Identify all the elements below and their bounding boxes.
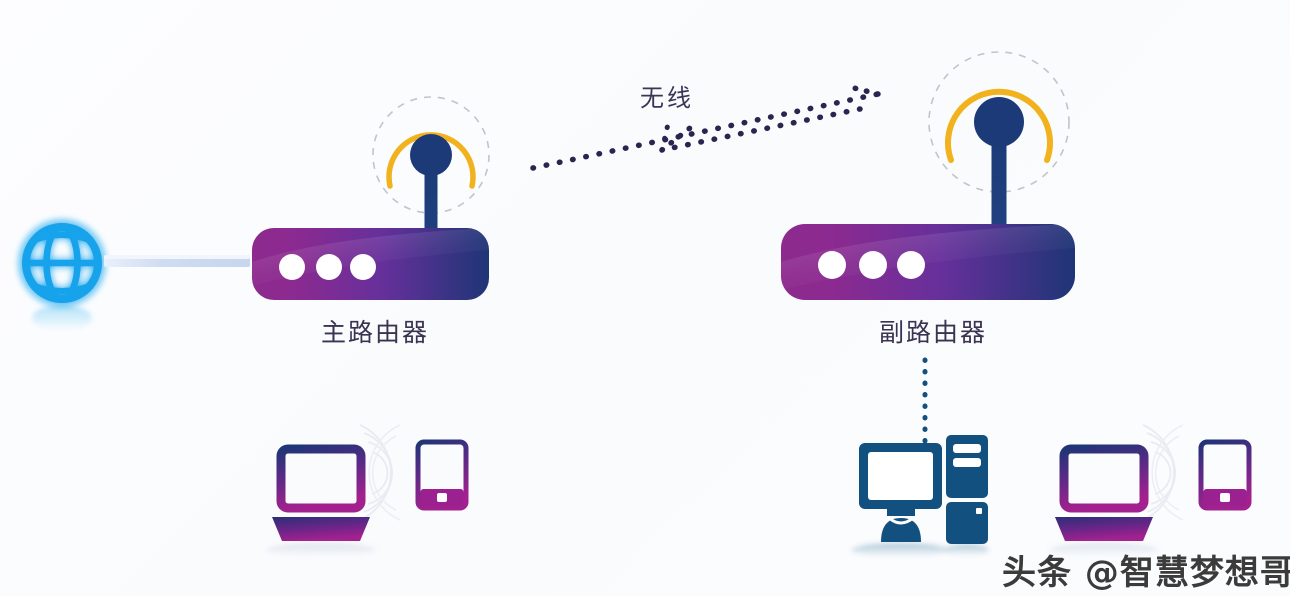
main-router-label: 主路由器 (320, 318, 429, 347)
laptop-icon-left (266, 444, 376, 557)
globe-icon (16, 217, 108, 331)
wireless-link-arrow (530, 83, 881, 171)
laptop-icon-right (1049, 444, 1159, 557)
router-led (316, 254, 342, 280)
link-internet-to-main-router (104, 255, 250, 267)
desktop-computer-icon (852, 435, 989, 557)
router-led (350, 254, 376, 280)
wifi-waves-right (1142, 424, 1184, 521)
main-router-icon (252, 96, 490, 300)
watermark-text: 头条 @智慧梦想哥 (1002, 553, 1290, 593)
wireless-link-label: 无线 (640, 84, 694, 112)
router-led (818, 251, 846, 279)
tablet-icon-left (415, 439, 469, 511)
sub-router-label: 副路由器 (878, 318, 987, 347)
router-led (897, 251, 925, 279)
tablet-icon-right (1198, 439, 1252, 511)
wifi-waves-left (359, 424, 401, 521)
router-led (859, 251, 887, 279)
sub-router-icon (781, 51, 1075, 300)
router-led (279, 254, 305, 280)
